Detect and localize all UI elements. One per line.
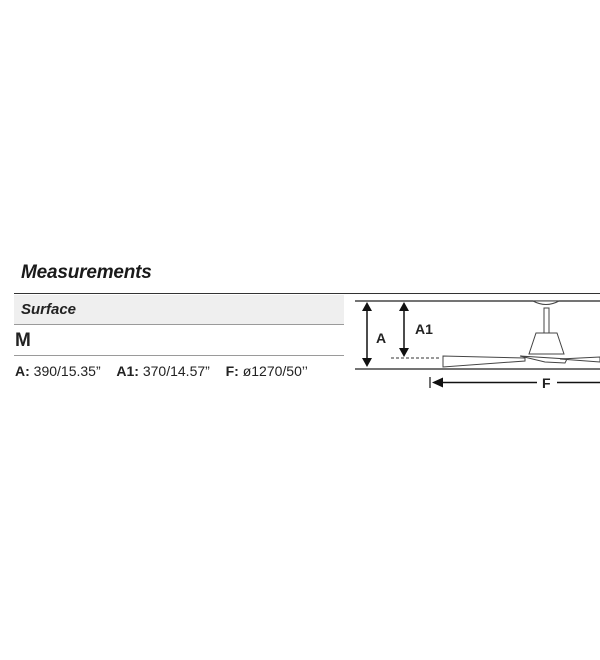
fan-dimension-diagram: A A1 F xyxy=(355,300,600,391)
model-code: M xyxy=(15,330,31,351)
arrow-f xyxy=(429,377,600,388)
label-a1: A1 xyxy=(415,321,433,337)
section-title: Measurements xyxy=(21,262,152,283)
arrow-a xyxy=(362,302,372,367)
dim-a-key: A: xyxy=(15,363,30,379)
model-divider xyxy=(14,355,344,356)
dim-f-value: ø1270/50’’ xyxy=(242,363,308,379)
surface-band: Surface xyxy=(14,295,344,325)
dim-a1-key: A1: xyxy=(116,363,139,379)
dim-a1-value: 370/14.57” xyxy=(142,363,210,379)
label-f: F xyxy=(542,375,551,391)
dim-a-value: 390/15.35” xyxy=(33,363,101,379)
top-divider xyxy=(14,293,600,294)
arrow-a1 xyxy=(399,302,409,357)
dim-f-key: F: xyxy=(225,363,239,379)
surface-label: Surface xyxy=(21,301,77,318)
ceiling-fan-drawing xyxy=(442,300,600,368)
label-a: A xyxy=(376,330,386,346)
dimension-line: A: 390/15.35” A1: 370/14.57” F: ø1270/50… xyxy=(15,363,308,379)
